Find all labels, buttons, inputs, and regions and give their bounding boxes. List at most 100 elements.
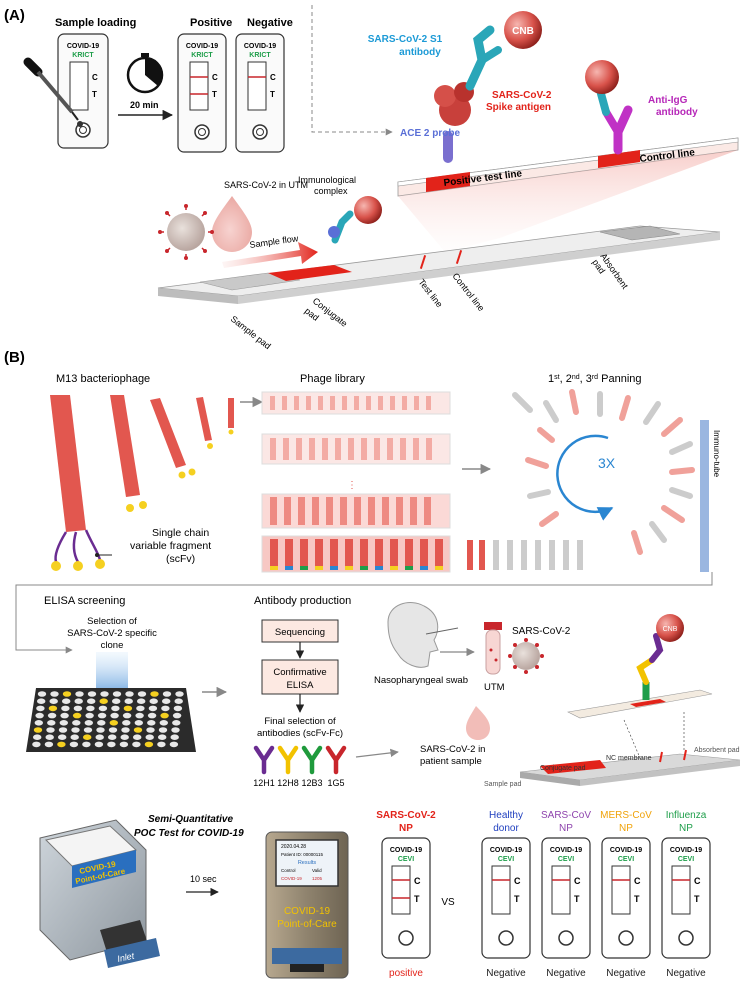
- elisa-well: [35, 712, 44, 719]
- zoom-beam: [398, 150, 738, 252]
- elisa-well: [144, 741, 154, 748]
- elisa-well: [112, 691, 122, 697]
- cassette-window: [671, 865, 691, 915]
- elisa-well: [149, 698, 158, 704]
- c-mark: C: [634, 876, 641, 886]
- poc-device-front: 2020.04.28 Patient ID: 00000115 Results …: [265, 831, 349, 979]
- cassette-sub: CEVI: [498, 856, 514, 863]
- elisa-well: [32, 741, 41, 748]
- phage-library-label: Phage library: [300, 373, 365, 385]
- elisa-well: [94, 741, 104, 748]
- antibody-icon: [301, 745, 323, 775]
- device-front-label-1: COVID-19: [284, 906, 331, 917]
- elisa-well: [109, 720, 119, 726]
- cassette-sub: KRICT: [249, 52, 271, 59]
- elisa-well: [125, 691, 134, 697]
- flow-return-connector: [15, 572, 713, 654]
- elisa-well: [82, 741, 91, 748]
- ten-sec-label: 10 sec: [190, 874, 217, 884]
- elisa-well: [57, 741, 66, 748]
- elisa-well: [162, 691, 172, 697]
- elisa-well: [48, 705, 58, 712]
- antibody-icon: [325, 745, 347, 775]
- elisa-well: [135, 712, 144, 719]
- screen-covid: COVID-19: [281, 876, 302, 881]
- antibody-label: 12H8: [277, 778, 299, 788]
- elisa-well: [132, 741, 141, 748]
- elisa-well: [97, 712, 107, 719]
- cassette-positive: COVID-19 KRICT C T: [177, 33, 227, 153]
- sample-well: [398, 930, 414, 946]
- elisa-well: [72, 712, 82, 719]
- sample-loading-label: Sample loading: [55, 17, 136, 29]
- t-mark: T: [574, 894, 580, 904]
- control-line-label: Control line: [450, 271, 486, 313]
- antibody-icon: [277, 745, 299, 775]
- elisa-well: [160, 712, 169, 719]
- t-mark: T: [514, 894, 520, 904]
- sars-in-utm-label: SARS-CoV-2 in UTM: [224, 180, 308, 190]
- sample-pad-small-label: Sample pad: [484, 781, 521, 788]
- poc-device-angled: COVID-19 Point-of-Care Inlet: [39, 819, 160, 968]
- elisa-well: [98, 705, 108, 712]
- antibody-icon: [253, 745, 275, 775]
- sample-flow-label: Sample flow: [249, 233, 299, 250]
- selection-label-2: SARS-CoV-2 specific: [67, 628, 157, 639]
- nasopharyngeal-label: Nasopharyngeal swab: [374, 675, 468, 686]
- test-name: Influenza: [666, 810, 707, 821]
- library-phage-bars: ⋮: [270, 396, 443, 570]
- elisa-well: [95, 734, 104, 740]
- elisa-well: [74, 698, 83, 704]
- elisa-well: [97, 720, 106, 726]
- cassette-brand: COVID-19: [670, 847, 702, 854]
- poc-title-2: POC Test for COVID-19: [134, 828, 244, 839]
- elisa-well: [50, 691, 59, 697]
- elisa-well: [111, 705, 120, 712]
- test-result: Negative: [606, 968, 646, 979]
- test-line-shape: [419, 255, 427, 269]
- elisa-well: [162, 698, 171, 704]
- cassette-brand: COVID-19: [67, 43, 99, 50]
- sample-well: [618, 930, 634, 946]
- elisa-well: [112, 698, 121, 704]
- poc-row: Semi-Quantitative POC Test for COVID-19 …: [39, 810, 711, 979]
- elisa-well: [96, 727, 105, 733]
- elisa-well: [108, 734, 117, 740]
- elisa-well: [119, 741, 129, 748]
- cassette-brand: COVID-19: [186, 43, 218, 50]
- cassette-brand: COVID-19: [610, 847, 642, 854]
- elisa-well: [37, 691, 47, 697]
- confirmative-label-2: ELISA: [287, 680, 315, 691]
- elisa-well: [99, 698, 108, 704]
- elisa-well: [133, 734, 142, 740]
- patient-label-1: SARS-CoV-2 in: [420, 744, 485, 755]
- elisa-well: [49, 698, 58, 704]
- t-mark: T: [634, 894, 640, 904]
- cassette-sub: CEVI: [618, 856, 634, 863]
- cassette-window: [611, 865, 631, 915]
- elisa-well: [47, 720, 56, 726]
- elisa-well: [146, 727, 155, 733]
- library-ellipsis: ⋮: [347, 480, 357, 491]
- cnb-particle-top: [504, 11, 542, 49]
- test-name: MERS-CoV: [600, 810, 652, 821]
- test-result: positive: [389, 968, 423, 979]
- test-result: Negative: [666, 968, 706, 979]
- absorbent-pad-small-label: Absorbent pad: [694, 747, 740, 754]
- cassette-sample-loading: COVID-19 KRICT C T: [57, 33, 109, 149]
- elisa-wells: [32, 691, 184, 748]
- cassette-negative: COVID-19 KRICT C T: [235, 33, 285, 153]
- elisa-well: [120, 734, 129, 740]
- screen-date: 2020.04.28: [281, 844, 306, 850]
- cassette-brand: COVID-19: [390, 847, 422, 854]
- confirmative-label-1: Confirmative: [273, 667, 326, 678]
- cassette-window: [491, 865, 511, 915]
- selection-label-1: Selection of: [87, 616, 137, 627]
- absorbent-pad-shape: [599, 225, 681, 241]
- elisa-well: [75, 691, 84, 697]
- elisa-well: [37, 698, 46, 704]
- scfv-label-1: Single chain: [152, 527, 209, 539]
- elisa-well: [84, 720, 94, 726]
